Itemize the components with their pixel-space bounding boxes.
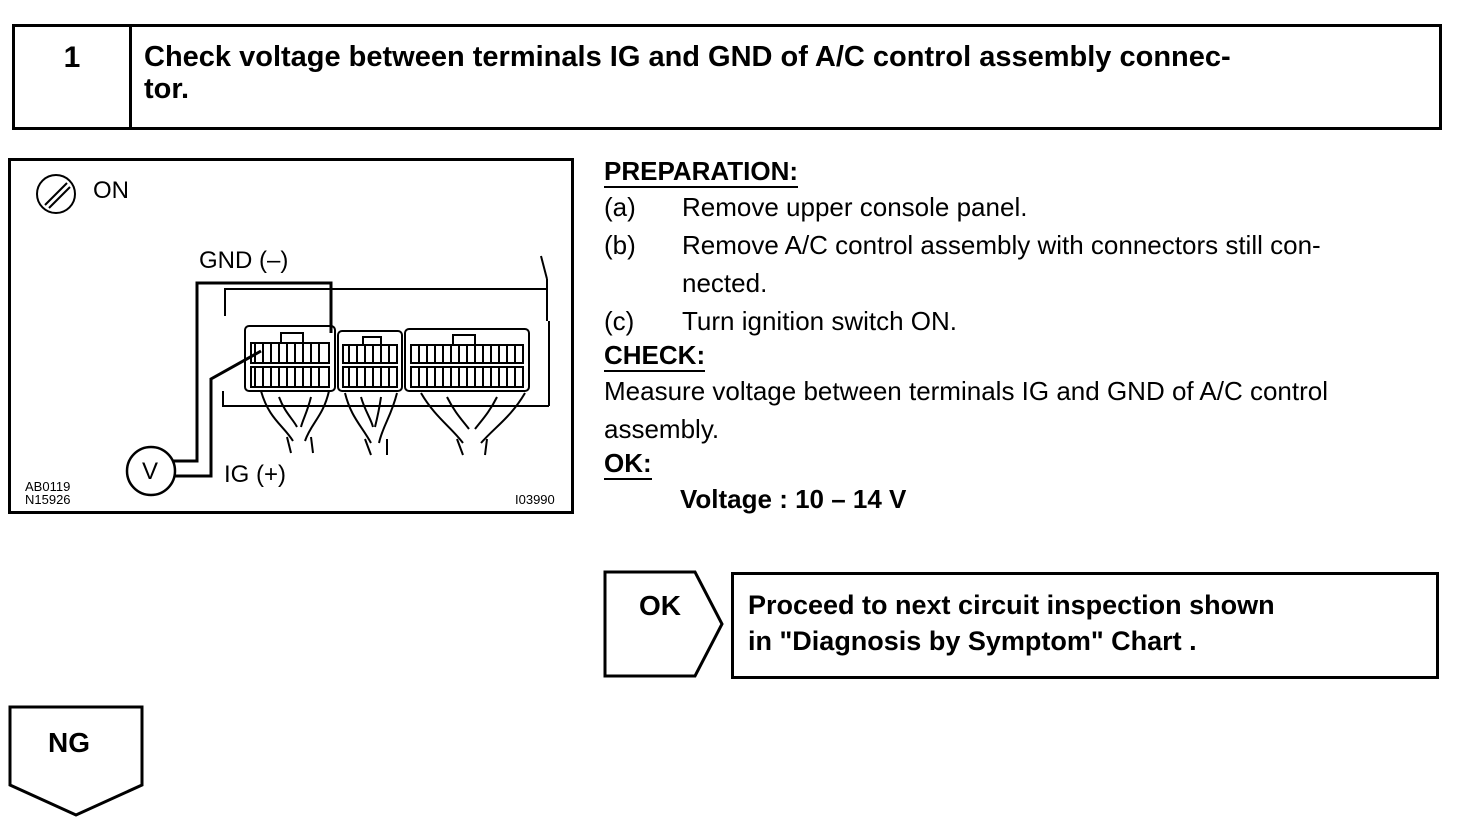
ng-result-tag: NG — [8, 705, 144, 817]
ig-terminal-label: IG (+) — [224, 461, 287, 488]
voltmeter-icon — [125, 445, 177, 497]
connector-illustration — [36, 174, 550, 497]
ignition-key-icon — [36, 174, 76, 214]
ok-result-text: Proceed to next circuit inspection shown… — [731, 572, 1439, 679]
ng-label: NG — [48, 727, 90, 758]
step-text: Remove upper console panel. — [682, 192, 1028, 222]
connector-3 — [404, 328, 530, 392]
ok-arrow-shape — [603, 570, 724, 678]
ok-heading: OK: — [604, 448, 652, 480]
voltmeter-label: V — [142, 458, 159, 485]
step-title-line2: tor. — [144, 73, 190, 105]
step-text: Turn ignition switch ON. — [682, 306, 958, 336]
ok-label: OK — [639, 590, 681, 621]
diagram-code-1: AB0119 — [25, 479, 71, 494]
test-leads — [173, 281, 333, 478]
ok-result-line-1: Proceed to next circuit inspection shown — [748, 590, 1275, 620]
connector-diagram: ON GND (–) IG (+) V AB0119 N15926 I03990 — [8, 158, 574, 514]
wire-harnesses — [260, 390, 526, 456]
preparation-heading: PREPARATION: — [604, 156, 799, 188]
check-heading: CHECK: — [604, 340, 706, 372]
ignition-on-label: ON — [93, 177, 129, 204]
preparation-step: (c) Turn ignition switch ON. — [604, 302, 1449, 340]
procedure-section: PREPARATION: (a) Remove upper console pa… — [604, 156, 1449, 518]
gnd-terminal-label: GND (–) — [199, 247, 289, 274]
preparation-step: (a) Remove upper console panel. — [604, 188, 1449, 226]
check-line-1: Measure voltage between terminals IG and… — [604, 376, 1329, 406]
preparation-step: (b) Remove A/C control assembly with con… — [604, 226, 1449, 302]
diagram-code-2: N15926 — [25, 492, 71, 507]
check-line-2: assembly. — [604, 414, 720, 444]
connector-2 — [337, 330, 403, 392]
voltage-spec: Voltage : 10 – 14 V — [680, 484, 907, 514]
ng-arrow-shape — [8, 705, 144, 817]
step-label: (b) — [604, 230, 636, 260]
step-title: Check voltage between terminals IG and G… — [132, 27, 1439, 127]
ok-result-line-2: in "Diagnosis by Symptom" Chart . — [748, 626, 1197, 656]
step-text: Remove A/C control assembly with connect… — [682, 230, 1321, 260]
connector-1 — [244, 325, 336, 392]
step-number: 1 — [15, 27, 132, 127]
ac-control-assembly — [222, 255, 550, 407]
step-header: 1 Check voltage between terminals IG and… — [12, 24, 1442, 130]
check-instruction: Measure voltage between terminals IG and… — [604, 372, 1449, 448]
step-text-continued: nected. — [682, 268, 768, 298]
step-title-line1: Check voltage between terminals IG and G… — [144, 41, 1231, 73]
step-label: (a) — [604, 192, 636, 222]
step-label: (c) — [604, 306, 635, 336]
diagram-code-3: I03990 — [515, 492, 555, 507]
ok-result-tag: OK — [603, 570, 725, 678]
